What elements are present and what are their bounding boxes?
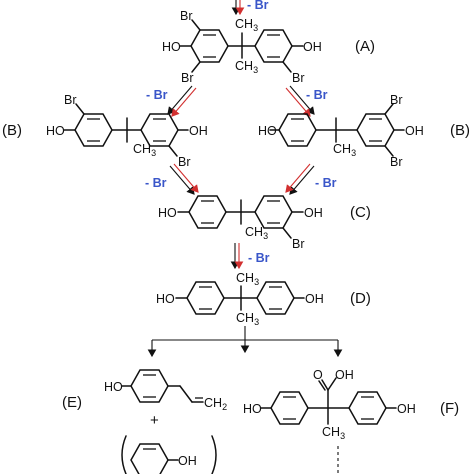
branch-arrows-d <box>147 326 343 358</box>
compound-f: O OH HO OH CH3 (F) <box>243 368 459 474</box>
atom-ch2: CH2 <box>204 396 227 412</box>
step-label: - Br <box>315 176 337 190</box>
atom-ho: HO <box>258 124 277 138</box>
atom-br: Br <box>390 155 403 169</box>
compound-b-left: Br HO OH CH3 Br (B) <box>2 93 208 169</box>
atom-oh: OH <box>405 124 424 138</box>
atom-o: O <box>313 368 323 382</box>
atom-ch3: CH3 <box>133 142 156 158</box>
compound-label-a: (A) <box>355 38 375 55</box>
atom-oh: OH <box>335 368 354 382</box>
compound-b-right: HO Br OH Br CH3 (B) <box>258 93 470 169</box>
reaction-arrow-top: - Br <box>231 0 269 16</box>
atom-oh: OH <box>397 402 416 416</box>
atom-ho: HO <box>162 40 181 54</box>
atom-ho: HO <box>158 206 177 220</box>
reaction-arrow-a-to-b-right: - Br <box>285 85 328 117</box>
compound-label-b-left: (B) <box>2 122 22 139</box>
compound-label-e: (E) <box>62 394 82 411</box>
compound-phenol: OH <box>121 435 217 474</box>
atom-br: Br <box>64 93 77 107</box>
reaction-arrow-c-to-d: - Br <box>230 243 270 270</box>
atom-ho: HO <box>104 380 123 394</box>
compound-label-f: (F) <box>440 400 459 417</box>
atom-ch3: CH3 <box>235 59 258 75</box>
step-label: - Br <box>306 88 328 102</box>
atom-br: Br <box>178 155 191 169</box>
atom-ho: HO <box>243 402 262 416</box>
plus-sign: + <box>150 412 159 429</box>
atom-ch3: CH3 <box>236 271 259 287</box>
atom-br: Br <box>292 71 305 85</box>
compound-label-d: (D) <box>350 290 371 307</box>
compound-c: HO OH CH3 Br (C) <box>158 195 371 251</box>
atom-br: Br <box>390 93 403 107</box>
step-label-top: - Br <box>247 0 269 12</box>
atom-ch3: CH3 <box>236 311 259 327</box>
atom-oh: OH <box>305 292 324 306</box>
atom-ch3: CH3 <box>333 142 356 158</box>
atom-br: Br <box>292 237 305 251</box>
atom-ho: HO <box>46 124 65 138</box>
step-label: - Br <box>146 88 168 102</box>
atom-oh: OH <box>304 206 323 220</box>
reaction-arrow-b-left-to-c: - Br <box>145 163 199 195</box>
compound-a: Br HO Br CH3 CH3 OH Br (A) <box>162 9 375 85</box>
step-label: - Br <box>248 251 270 265</box>
atom-ch3: CH3 <box>322 425 345 441</box>
atom-ho: HO <box>156 292 175 306</box>
compound-e: HO CH2 (E) + <box>62 369 227 429</box>
atom-br: Br <box>180 9 193 23</box>
atom-oh: OH <box>303 40 322 54</box>
atom-oh: OH <box>178 454 197 468</box>
step-label: - Br <box>145 176 167 190</box>
reaction-arrow-b-right-to-c: - Br <box>285 163 337 195</box>
atom-br: Br <box>181 71 194 85</box>
atom-ch3: CH3 <box>235 17 258 33</box>
reaction-arrow-a-to-b-left: - Br <box>146 85 197 117</box>
compound-d: HO OH CH3 CH3 (D) <box>156 271 371 327</box>
atom-ch3: CH3 <box>245 225 268 241</box>
compound-label-b-right: (B) <box>450 122 470 139</box>
compound-label-c: (C) <box>350 204 371 221</box>
atom-oh: OH <box>189 124 208 138</box>
